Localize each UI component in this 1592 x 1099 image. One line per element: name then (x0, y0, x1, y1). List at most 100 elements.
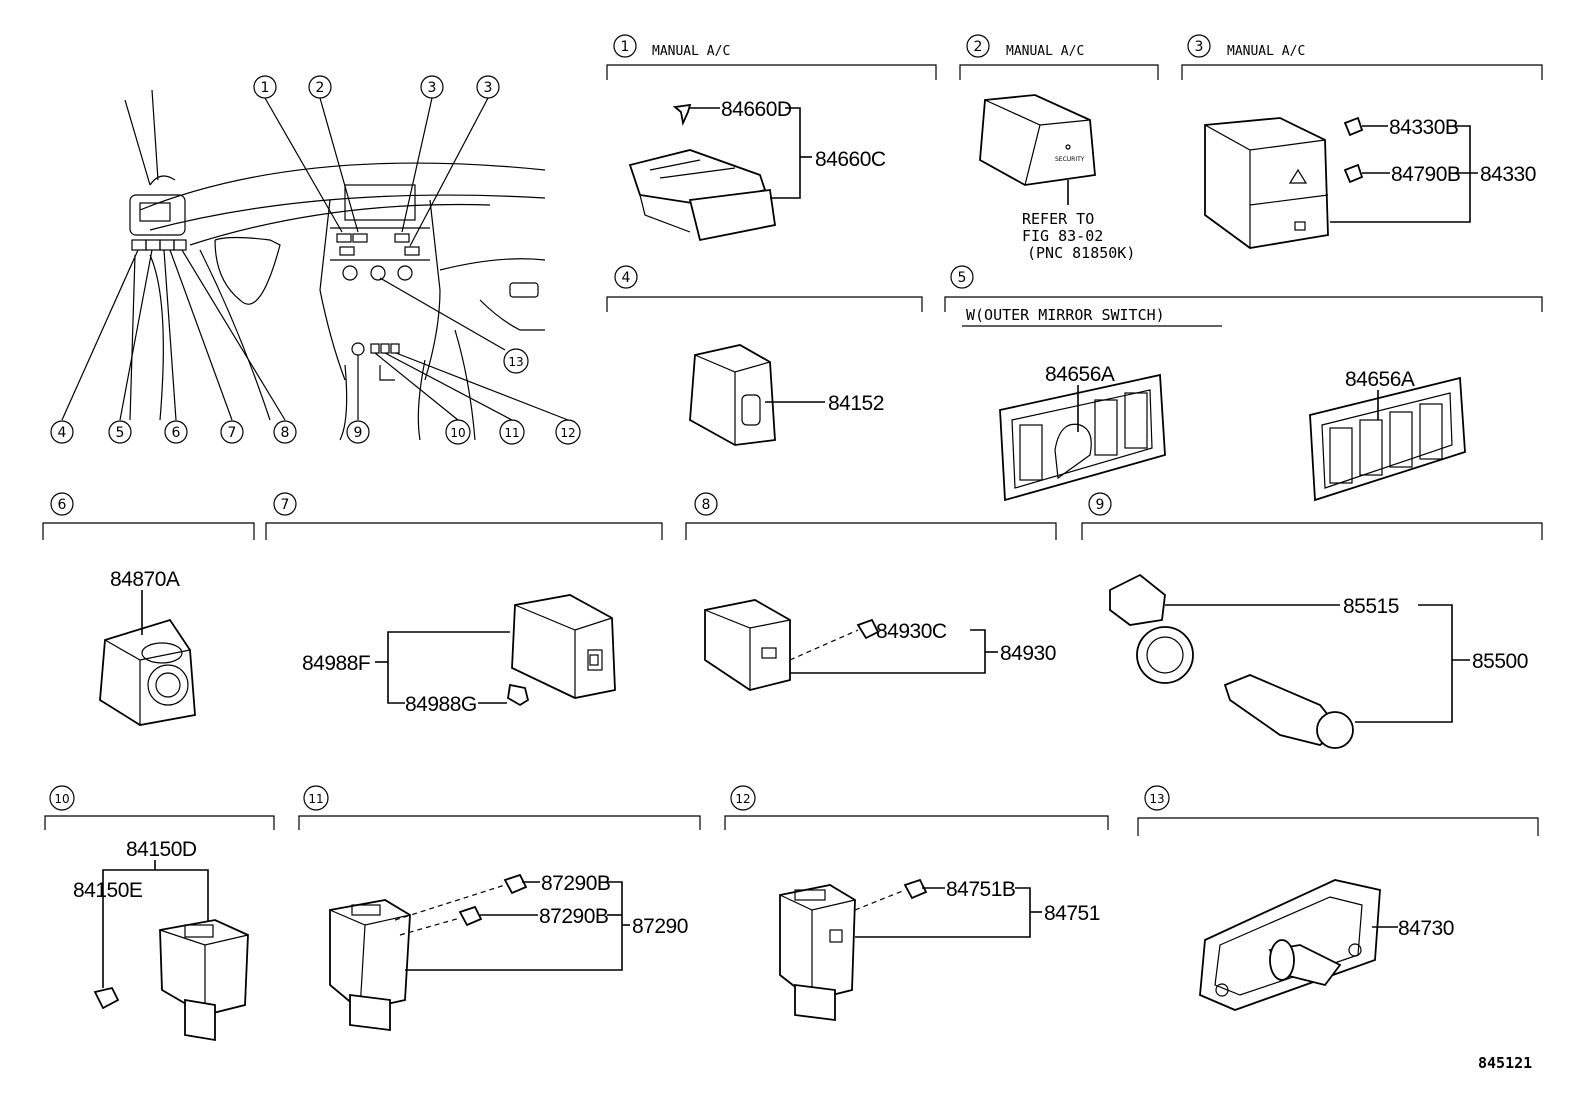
part-number: 84656A (1045, 363, 1115, 386)
part-number: 84870A (110, 568, 180, 591)
svg-text:12: 12 (735, 792, 750, 806)
svg-text:11: 11 (504, 426, 519, 440)
svg-text:6: 6 (172, 425, 181, 441)
section-8-header: 8 (685, 492, 1057, 540)
svg-text:3: 3 (1195, 39, 1204, 55)
bulb-icon (503, 873, 528, 895)
bulb-icon (93, 986, 120, 1010)
part-number: 84150D (126, 838, 197, 861)
door-lock-switch (779, 884, 856, 1001)
rear-defogger-switch (511, 594, 616, 699)
section-4-parts: 84152 (689, 344, 884, 446)
section-1-header: 1 MANUAL A/C (606, 34, 937, 80)
svg-text:8: 8 (281, 425, 290, 441)
svg-text:5: 5 (958, 270, 967, 286)
section-3-parts: 84330B 84790B 84330 (1204, 116, 1536, 249)
section-13-parts: 84730 (1199, 879, 1454, 1011)
svg-text:2: 2 (974, 39, 983, 55)
svg-text:MANUAL A/C: MANUAL A/C (1006, 44, 1084, 59)
svg-text:8: 8 (702, 497, 711, 513)
part-number: 85500 (1472, 650, 1528, 673)
refer-note: (PNC 81850K) (1027, 244, 1135, 262)
part-number: 84790B (1391, 163, 1460, 186)
svg-text:9: 9 (1096, 497, 1105, 513)
part-number: 84988G (405, 693, 477, 716)
dimmer-switch (689, 344, 776, 446)
cigarette-lighter-socket (1109, 573, 1166, 626)
section-11-parts: 87290B 87290B 87290 (329, 872, 688, 1032)
overview-callout: 7 (220, 420, 244, 444)
overview-callout: 11 (499, 419, 525, 445)
overview-callout: 3 (420, 75, 444, 99)
part-number: 84660C (815, 148, 886, 171)
overview-callout: 5 (108, 420, 132, 444)
svg-text:9: 9 (354, 425, 363, 441)
section-11-header: 11 (298, 785, 701, 830)
svg-text:1: 1 (621, 39, 630, 55)
section-5-parts: W(OUTER MIRROR SWITCH) 84656A 84656A (962, 306, 1466, 502)
overview-callout: 10 (445, 419, 471, 445)
part-number: 84930 (1000, 642, 1056, 665)
part-number: 84656A (1345, 368, 1415, 391)
switch-bezel-b (1309, 376, 1466, 502)
part-number: 87290 (632, 915, 688, 938)
security-switch (979, 94, 1096, 186)
section-10-parts: 84150D 84150E (73, 838, 249, 1042)
bulb-icon (856, 618, 880, 640)
bulb-icon (903, 878, 928, 900)
bulb-icon (507, 683, 530, 707)
seat-heater-switch (704, 599, 791, 691)
section-2-parts: SECURITY REFER TO FIG 83-02 (PNC 81850K) (979, 94, 1135, 262)
svg-text:6: 6 (58, 497, 67, 513)
section-9-header: 9 (1081, 492, 1543, 540)
section-12-parts: 84751B 84751 (779, 878, 1100, 1022)
section-13-header: 13 (1137, 785, 1539, 836)
bulb-icon (458, 905, 483, 927)
svg-text:MANUAL A/C: MANUAL A/C (1227, 44, 1305, 59)
part-number: 84751B (946, 878, 1015, 901)
figure-id: 845121 (1478, 1054, 1532, 1072)
section-7-parts: 84988F 84988G (302, 594, 616, 716)
section-8-parts: 84930C 84930 (704, 599, 1056, 691)
section-5-header: 5 (944, 265, 1543, 312)
refer-note: FIG 83-02 (1022, 227, 1103, 245)
part-number: 84330 (1480, 163, 1536, 186)
svg-text:7: 7 (228, 425, 237, 441)
svg-text:2: 2 (316, 80, 325, 96)
overview-callout: 3 (476, 75, 500, 99)
section-5-note: W(OUTER MIRROR SWITCH) (966, 306, 1165, 324)
part-number: 84330B (1389, 116, 1458, 139)
svg-text:11: 11 (308, 792, 323, 806)
part-number: 84730 (1398, 917, 1454, 940)
svg-text:3: 3 (428, 80, 437, 96)
svg-text:13: 13 (508, 355, 523, 369)
part-number: 85515 (1343, 595, 1399, 618)
section-6-header: 6 (42, 492, 255, 540)
power-window-switch (329, 899, 411, 1011)
hazard-indicator-switch (159, 919, 249, 1016)
section-6-parts: 84870A (99, 568, 196, 726)
part-number: 84150E (73, 879, 143, 902)
svg-text:4: 4 (58, 425, 67, 441)
svg-text:12: 12 (560, 426, 575, 440)
switch-bezel-a (999, 373, 1166, 502)
svg-text:3: 3 (484, 80, 493, 96)
part-number: 87290B (539, 905, 608, 928)
overview-callout: 6 (164, 420, 188, 444)
svg-text:MANUAL A/C: MANUAL A/C (652, 44, 730, 59)
part-number: 87290B (541, 872, 610, 895)
part-number: 84152 (828, 392, 884, 415)
svg-text:13: 13 (1149, 792, 1164, 806)
section-4-header: 4 (606, 265, 923, 312)
svg-text:5: 5 (116, 425, 125, 441)
overview-callout: 12 (555, 419, 581, 445)
part-number: 84751 (1044, 902, 1100, 925)
part-number: 84988F (302, 652, 370, 675)
section-2-header: 2 MANUAL A/C (959, 34, 1159, 80)
svg-text:SECURITY: SECURITY (1055, 156, 1085, 163)
bulb-icon (1343, 163, 1364, 184)
svg-text:10: 10 (450, 426, 465, 440)
mirror-switch (99, 618, 196, 726)
svg-text:1: 1 (261, 80, 270, 96)
